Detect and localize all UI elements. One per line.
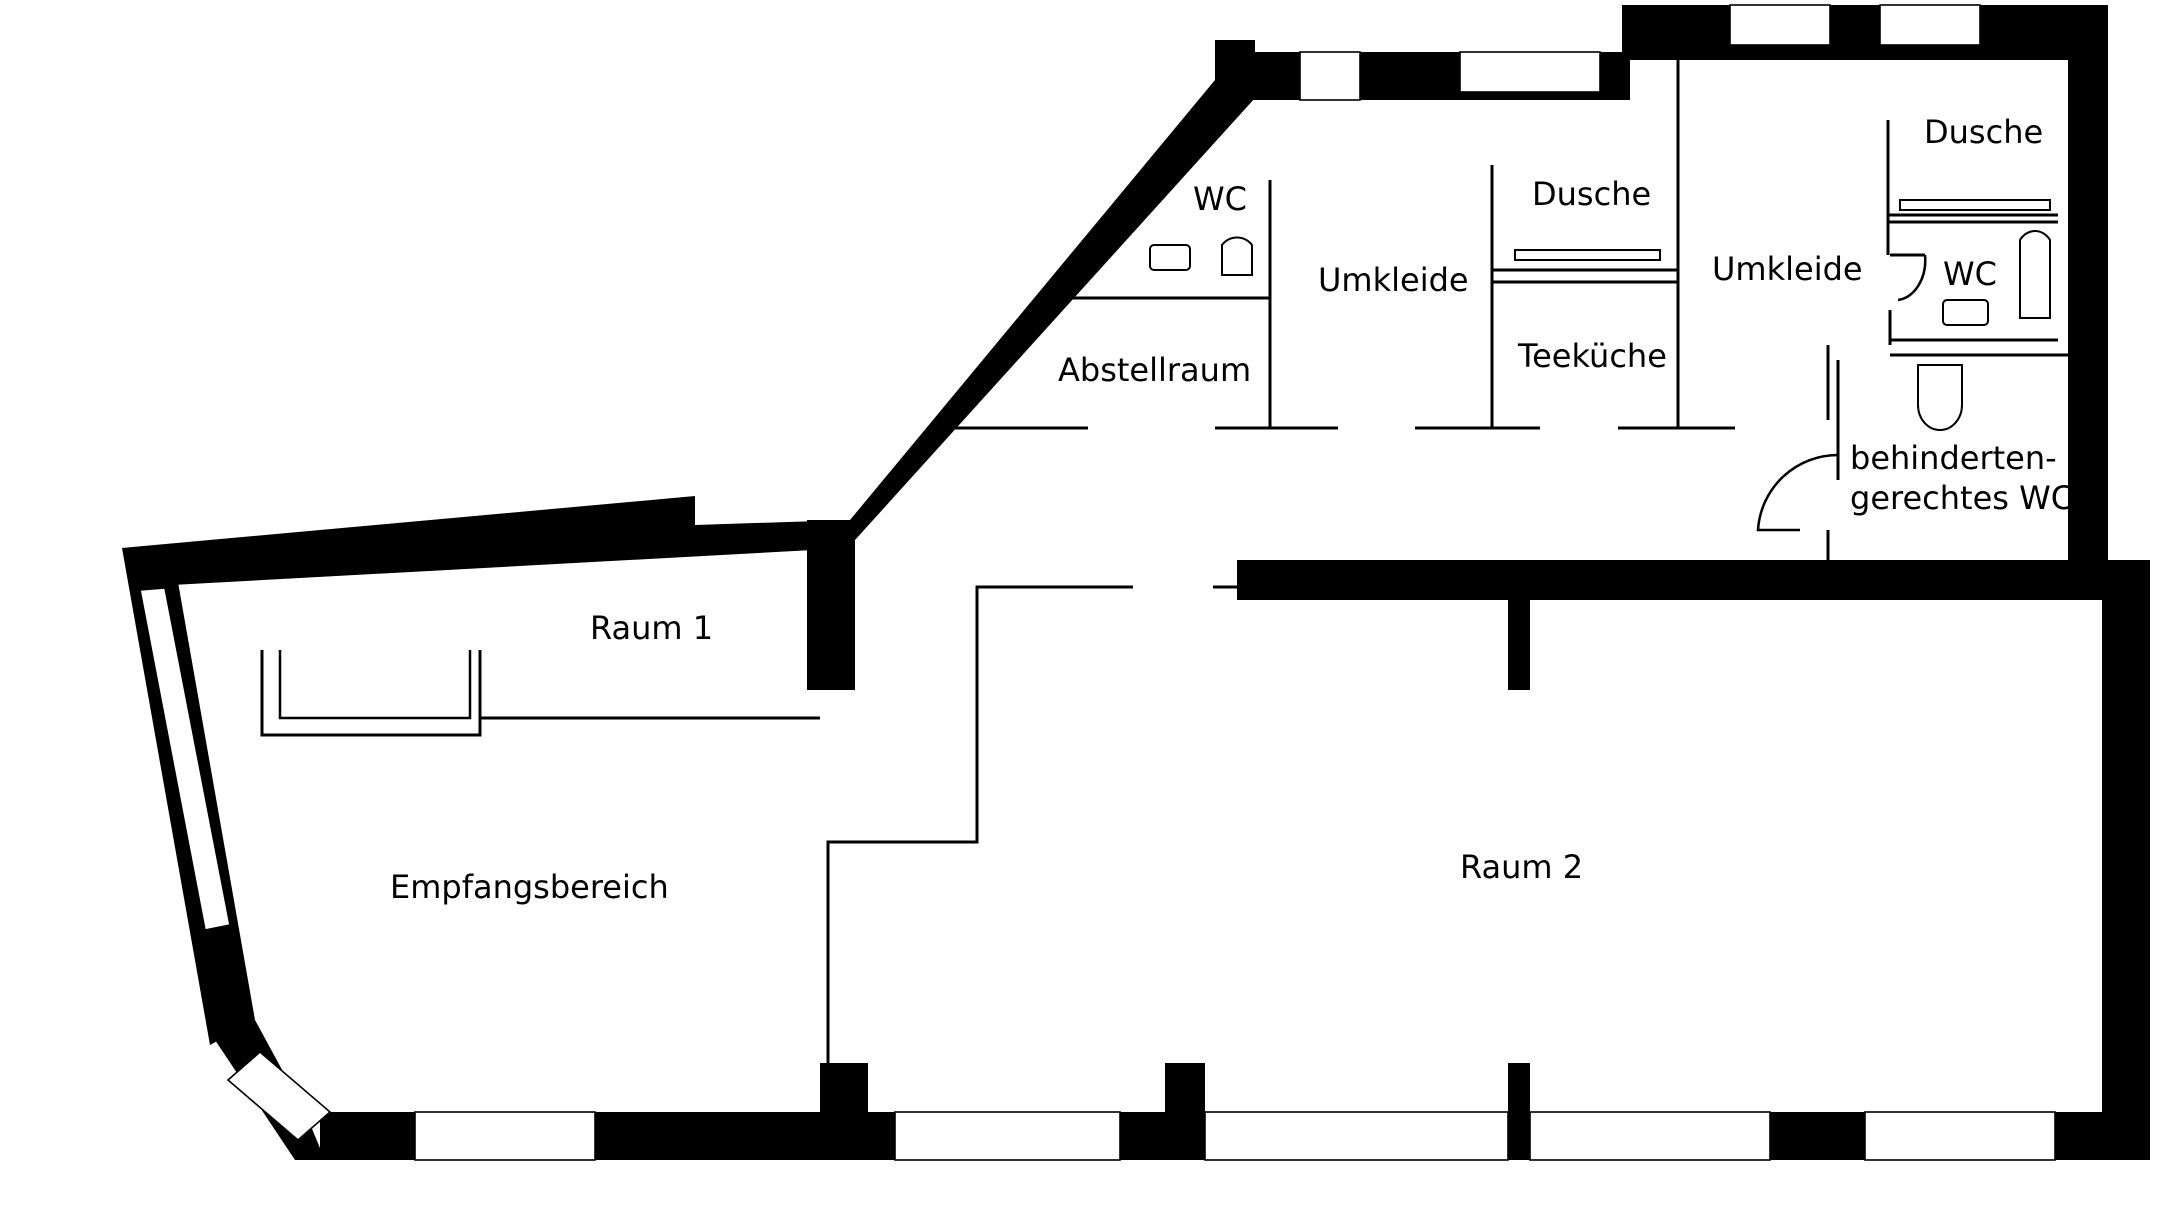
- label-accessible-wc-line2: gerechtes WC: [1850, 479, 2074, 517]
- label-teekueche: Teeküche: [1518, 337, 1667, 375]
- toilet-accessible-wc: [1917, 364, 1963, 431]
- label-abstellraum: Abstellraum: [1058, 351, 1252, 389]
- label-wc-right: WC: [1943, 255, 1997, 293]
- label-raum-1: Raum 1: [590, 609, 714, 647]
- windows: [139, 4, 2056, 1161]
- exterior-walls: [122, 5, 2150, 1160]
- label-umkleide-left: Umkleide: [1318, 261, 1469, 299]
- toilet-wc-right: [2019, 230, 2051, 319]
- label-raum-2: Raum 2: [1460, 848, 1584, 886]
- sink-wc-left: [1149, 244, 1191, 271]
- sink-wc-right: [1942, 299, 1989, 326]
- label-dusche-right: Dusche: [1924, 113, 2044, 151]
- toilet-wc-left: [1221, 236, 1253, 276]
- label-wc-left: WC: [1193, 180, 1247, 218]
- label-umkleide-right: Umkleide: [1712, 250, 1863, 288]
- shower-tray-right: [1899, 199, 2051, 211]
- shower-tray-mid: [1514, 249, 1661, 261]
- partitions: [260, 55, 2068, 1063]
- label-accessible-wc-line1: behinderten-: [1850, 439, 2057, 477]
- label-empfangsbereich: Empfangsbereich: [390, 868, 669, 906]
- label-dusche-mid: Dusche: [1532, 175, 1652, 213]
- fixtures: [1149, 199, 2051, 431]
